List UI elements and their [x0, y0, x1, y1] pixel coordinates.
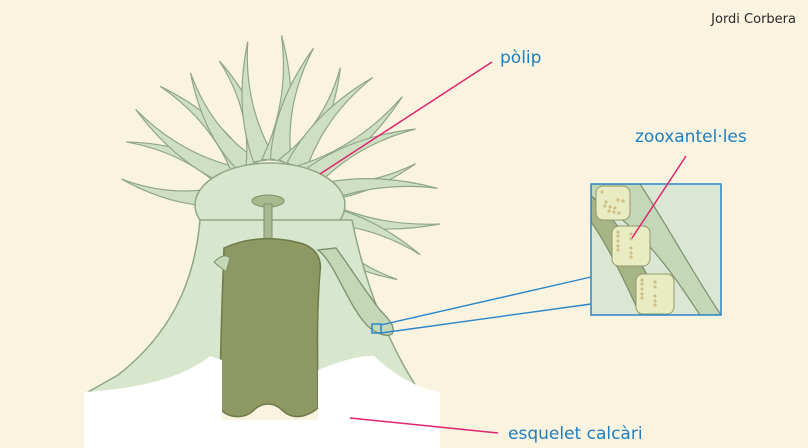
image-credit: Jordi Corbera: [711, 12, 796, 27]
cell-granule: [616, 248, 619, 251]
cell-granule: [653, 285, 656, 288]
cell-granule: [603, 204, 606, 207]
cell-granule: [621, 199, 624, 202]
cell-granule: [629, 251, 632, 254]
cell-granule: [640, 282, 643, 285]
cell-granule: [653, 280, 656, 283]
label-skeleton: esquelet calcàri: [508, 424, 643, 444]
cell-granule: [604, 200, 607, 203]
label-polyp: pòlip: [500, 48, 541, 68]
cell-granule: [616, 244, 619, 247]
gastric-cavity: [220, 239, 320, 417]
cell-granule: [616, 198, 619, 201]
cell-granule: [653, 303, 656, 306]
label-zooxanthellae: zooxantel·les: [635, 127, 747, 147]
cell-granule: [653, 299, 656, 302]
cell-granule: [612, 210, 615, 213]
cell-granule: [600, 190, 603, 193]
cell-granule: [607, 209, 610, 212]
zoom-inset: [591, 184, 721, 315]
cell-granule: [640, 292, 643, 295]
cell-granule: [640, 278, 643, 281]
cell-granule: [616, 230, 619, 233]
cell-granule: [616, 239, 619, 242]
cell-granule: [640, 287, 643, 290]
cell-granule: [653, 294, 656, 297]
cell-granule: [617, 211, 620, 214]
calcareous-skeleton-base: [84, 420, 440, 448]
cell-granule: [613, 206, 616, 209]
cell-granule: [608, 205, 611, 208]
cell-granule: [616, 234, 619, 237]
cell-granule: [629, 232, 632, 235]
cell-granule: [629, 246, 632, 249]
cell-granule: [629, 255, 632, 258]
cell-granule: [640, 296, 643, 299]
